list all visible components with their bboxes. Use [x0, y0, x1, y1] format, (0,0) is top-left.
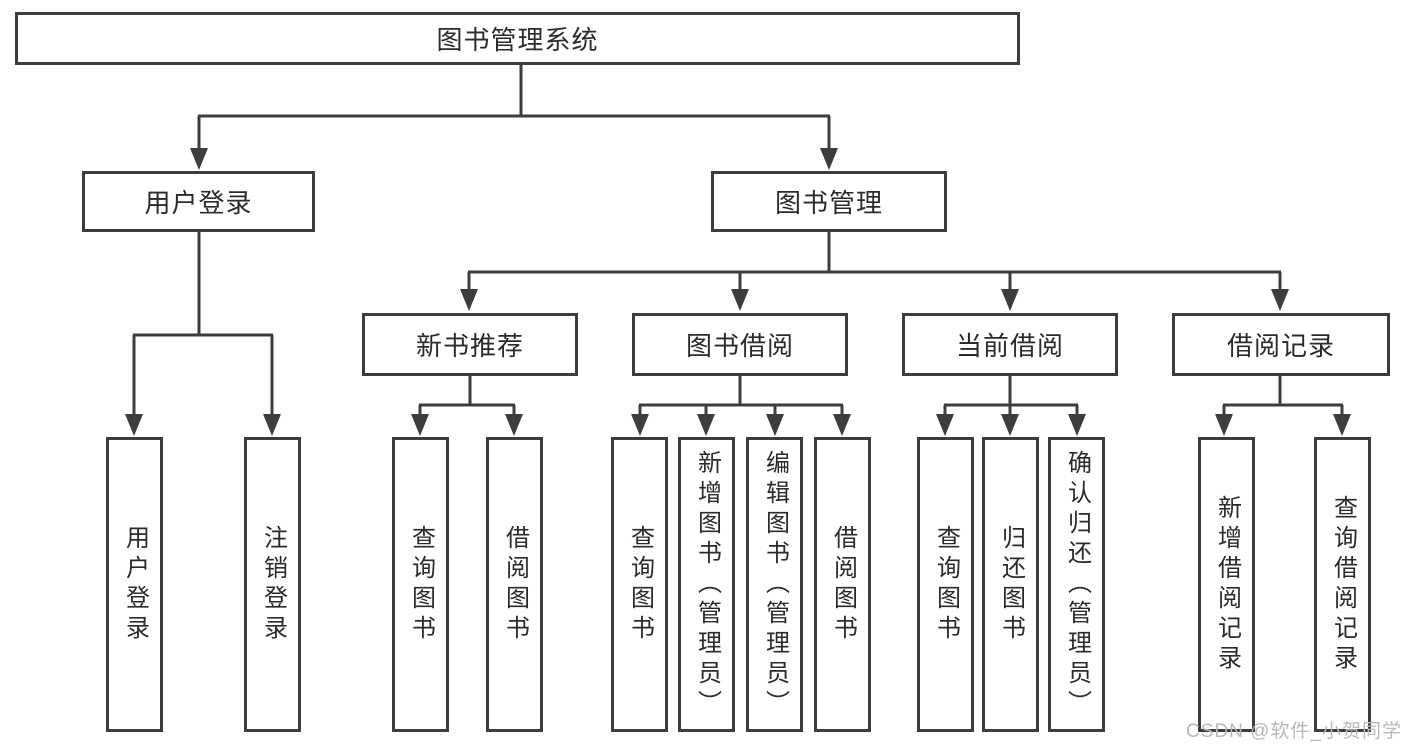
node-new-book-recommend: 新书推荐	[362, 313, 578, 376]
leaf-borrow-books-borrow: 借阅图书	[814, 437, 871, 732]
leaf-edit-books-admin-label: 编辑图书（管理员）	[761, 449, 789, 720]
leaf-confirm-return-admin: 确认归还（管理员）	[1048, 437, 1105, 732]
node-book-management: 图书管理	[711, 171, 947, 232]
connector-l3-stems	[468, 375, 1282, 421]
leaf-logout-label: 注销登录	[259, 524, 287, 645]
leaf-add-books-admin: 新增图书（管理员）	[678, 437, 735, 732]
node-user-login: 用户登录	[82, 171, 315, 232]
leaf-confirm-return-admin-label: 确认归还（管理员）	[1063, 449, 1091, 720]
leaf-borrow-books-recommend: 借阅图书	[486, 437, 543, 732]
node-book-borrowing: 图书借阅	[632, 313, 848, 376]
leaf-query-books-borrow-label: 查询图书	[626, 524, 654, 645]
node-current-borrowing-label: 当前借阅	[955, 331, 1064, 361]
connector-leaf-arrow-lines	[418, 405, 1344, 420]
leaf-borrow-books-borrow-label: 借阅图书	[829, 524, 857, 645]
leaf-user-login: 用户登录	[106, 437, 163, 732]
leaf-borrow-books-recommend-label: 借阅图书	[501, 524, 529, 645]
leaf-add-borrow-record-label: 新增借阅记录	[1213, 494, 1241, 675]
leaf-query-books-current: 查询图书	[917, 437, 974, 732]
node-book-management-label: 图书管理	[774, 188, 883, 218]
leaf-query-books-recommend: 查询图书	[392, 437, 449, 732]
leaf-add-borrow-record: 新增借阅记录	[1198, 437, 1255, 732]
leaf-query-borrow-record-label: 查询借阅记录	[1329, 494, 1357, 675]
csdn-watermark: CSDN @软件_小贺同学	[1186, 721, 1402, 742]
connector-arrow-lines-l3	[467, 272, 1282, 296]
leaf-add-books-admin-label: 新增图书（管理员）	[693, 449, 721, 720]
leaf-edit-books-admin: 编辑图书（管理员）	[746, 437, 803, 732]
node-current-borrowing: 当前借阅	[902, 313, 1118, 376]
node-book-borrowing-label: 图书借阅	[685, 331, 794, 361]
node-root-system: 图书管理系统	[15, 12, 1020, 65]
leaf-query-books-current-label: 查询图书	[932, 524, 960, 645]
leaf-query-borrow-record: 查询借阅记录	[1314, 437, 1371, 732]
leaf-query-books-recommend-label: 查询图书	[407, 524, 435, 645]
leaf-return-books: 归还图书	[982, 437, 1039, 732]
node-borrowing-records-label: 借阅记录	[1226, 331, 1335, 361]
leaf-return-books-label: 归还图书	[997, 524, 1025, 645]
node-root-label: 图书管理系统	[436, 25, 599, 55]
node-borrowing-records: 借阅记录	[1172, 313, 1390, 376]
node-new-book-recommend-label: 新书推荐	[415, 331, 524, 361]
leaf-user-login-label: 用户登录	[121, 524, 149, 645]
leaf-logout: 注销登录	[244, 437, 301, 732]
node-user-login-label: 用户登录	[144, 188, 253, 218]
leaf-query-books-borrow: 查询图书	[611, 437, 668, 732]
